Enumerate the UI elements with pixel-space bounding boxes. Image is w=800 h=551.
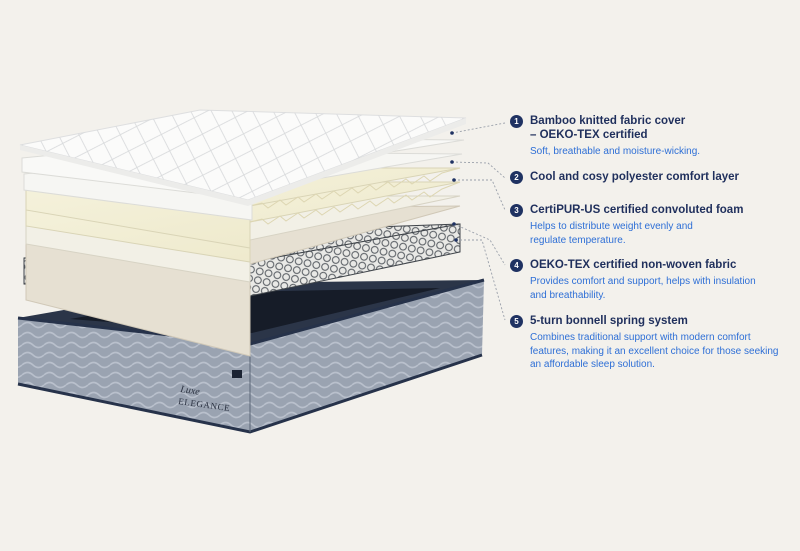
callout-description: Soft, breathable and moisture-wicking. — [530, 146, 701, 157]
callout-title: Cool and cosy polyester comfort layer — [530, 171, 739, 183]
foam-sheet-2-ridges — [249, 181, 461, 225]
mattress-base — [17, 278, 485, 434]
leader-dot-2 — [450, 160, 454, 164]
callout-title: 5-turn bonnell spring system — [530, 315, 688, 327]
base-front-side — [18, 318, 250, 432]
callout-title: Bamboo knitted fabric cover – OEKO-TEX c… — [530, 115, 686, 141]
callout-number: 1 — [510, 115, 523, 128]
callout-convoluted-foam: 3 CertiPUR-US certified convoluted foam … — [510, 203, 795, 247]
callout-description: Helps to distribute weight evenly and re… — [530, 221, 693, 246]
layer-bamboo-cover — [19, 109, 467, 206]
callout-leaders — [451, 122, 506, 321]
logo-script: Luxe — [179, 384, 201, 398]
callout-number: 3 — [510, 204, 523, 217]
callout-bamboo-cover: 1 Bamboo knitted fabric cover – OEKO-TEX… — [510, 114, 795, 159]
callout-spring-system: 5 5-turn bonnell spring system Combines … — [510, 314, 795, 372]
leader-1 — [451, 122, 506, 134]
callout-title: CertiPUR-US certified convoluted foam — [530, 204, 744, 216]
foam-sheet-1-ridges — [249, 167, 461, 209]
callout-description: Provides comfort and support, helps with… — [530, 276, 756, 301]
leader-3 — [454, 179, 506, 211]
base-right-side — [250, 280, 484, 432]
leader-dot-4 — [452, 222, 456, 226]
leader-dot-5 — [454, 238, 458, 242]
callout-number: 4 — [510, 259, 523, 272]
leader-dot-3 — [452, 178, 456, 182]
callout-number: 5 — [510, 315, 523, 328]
leader-dot-1 — [450, 131, 454, 135]
leader-2 — [451, 161, 506, 179]
leader-5 — [456, 239, 506, 321]
callout-number: 2 — [510, 171, 523, 184]
base-tag — [232, 370, 242, 378]
callout-title: OEKO-TEX certified non-woven fabric — [530, 259, 737, 271]
callout-non-woven-fabric: 4 OEKO-TEX certified non-woven fabric Pr… — [510, 258, 795, 302]
callout-dots — [450, 131, 458, 242]
callout-description: Combines traditional support with modern… — [530, 332, 779, 370]
cover-quilting — [20, 110, 466, 200]
leader-4 — [453, 223, 506, 266]
callout-polyester-layer: 2 Cool and cosy polyester comfort layer — [510, 170, 795, 184]
